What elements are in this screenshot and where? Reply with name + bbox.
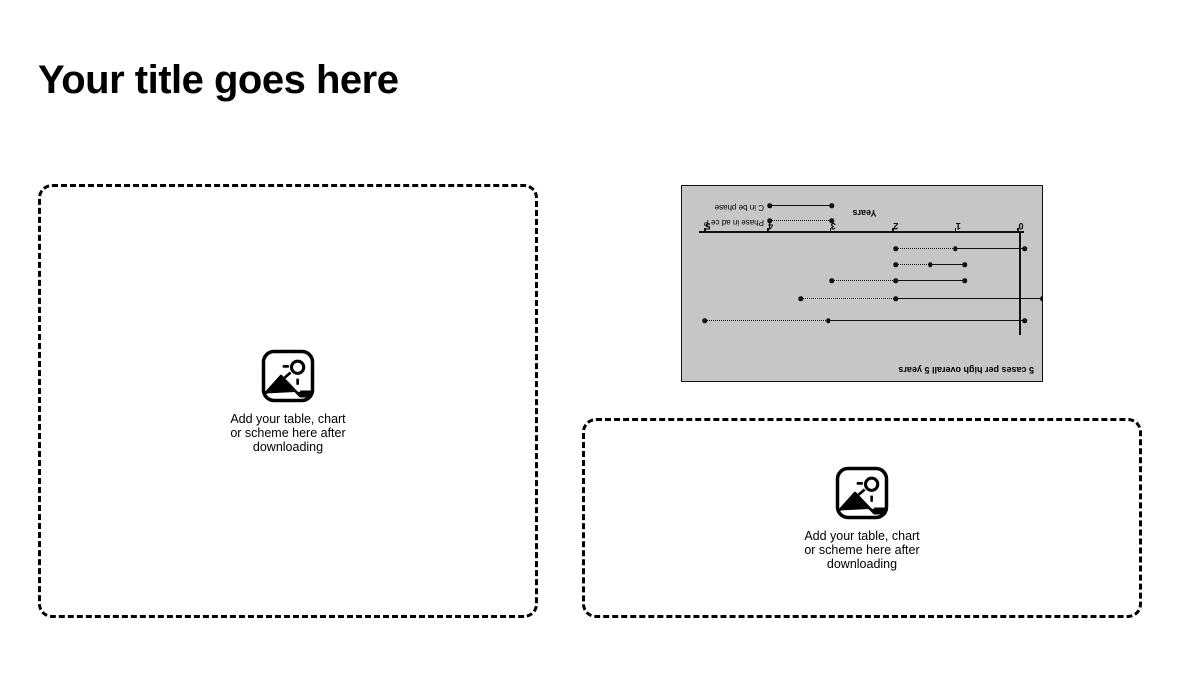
chart-x-axis-title: Years bbox=[852, 208, 877, 218]
chart-data-point bbox=[1022, 246, 1028, 252]
chart-series-solid-segment bbox=[828, 320, 1025, 321]
image-placeholder-icon bbox=[835, 466, 889, 520]
chart-series-dotted-segment bbox=[800, 298, 896, 299]
chart-legend-item: C in be phase bbox=[686, 199, 836, 213]
chart-legend-point bbox=[829, 218, 835, 224]
placeholder-label: Add your table, chart or scheme here aft… bbox=[804, 529, 920, 571]
chart-legend-point bbox=[767, 218, 773, 224]
chart-data-point bbox=[825, 318, 831, 324]
chart-data-point bbox=[1040, 296, 1042, 302]
chart-series-solid-segment bbox=[930, 264, 965, 265]
chart-legend-point bbox=[767, 203, 773, 209]
placeholder-label: Add your table, chart or scheme here aft… bbox=[230, 412, 346, 454]
chart-legend-swatch bbox=[770, 205, 832, 206]
chart-legend-label: C in be phase bbox=[714, 203, 764, 212]
chart-legend: Phase in ad ce P C in be phase bbox=[686, 188, 836, 228]
chart-x-tick-label: 2 bbox=[893, 221, 899, 231]
chart-data-point bbox=[702, 318, 708, 324]
chart-data-point bbox=[798, 296, 803, 302]
chart-series-dotted-segment bbox=[895, 248, 956, 249]
chart-data-point bbox=[962, 278, 967, 284]
chart-legend-label: Phase in ad ce P bbox=[703, 218, 764, 227]
image-placeholder-icon bbox=[261, 349, 315, 403]
chart-series-solid-segment bbox=[895, 298, 1042, 299]
chart-x-tick-label: 1 bbox=[955, 221, 961, 231]
chart-legend-point bbox=[829, 203, 835, 209]
chart-data-point bbox=[962, 262, 967, 268]
placeholder-inner: Add your table, chart or scheme here aft… bbox=[804, 465, 920, 571]
chart-data-point bbox=[893, 246, 899, 252]
chart-legend-swatch bbox=[770, 220, 832, 221]
content-placeholder-left[interactable]: Add your table, chart or scheme here aft… bbox=[38, 184, 538, 618]
chart-x-axis-line bbox=[699, 231, 1024, 233]
chart-series-dotted-segment bbox=[895, 264, 931, 265]
chart-series-dotted-segment bbox=[704, 320, 829, 321]
chart-series-solid-segment bbox=[955, 248, 1025, 249]
chart-data-point bbox=[829, 278, 835, 284]
chart-series-solid-segment bbox=[895, 280, 965, 281]
chart-data-point bbox=[893, 296, 899, 302]
chart-data-point bbox=[953, 246, 958, 252]
page-title: Your title goes here bbox=[38, 58, 399, 102]
chart-data-point bbox=[893, 262, 899, 268]
chart-x-tick-label: 0 bbox=[1018, 221, 1024, 231]
chart-data-point bbox=[1022, 318, 1028, 324]
content-placeholder-right[interactable]: Add your table, chart or scheme here aft… bbox=[582, 418, 1142, 618]
chart-legend-item: Phase in ad ce P bbox=[686, 214, 836, 228]
placeholder-inner: Add your table, chart or scheme here aft… bbox=[230, 348, 346, 454]
chart-series-dotted-segment bbox=[831, 280, 896, 281]
chart-data-point bbox=[893, 278, 899, 284]
chart-data-point bbox=[927, 262, 933, 268]
